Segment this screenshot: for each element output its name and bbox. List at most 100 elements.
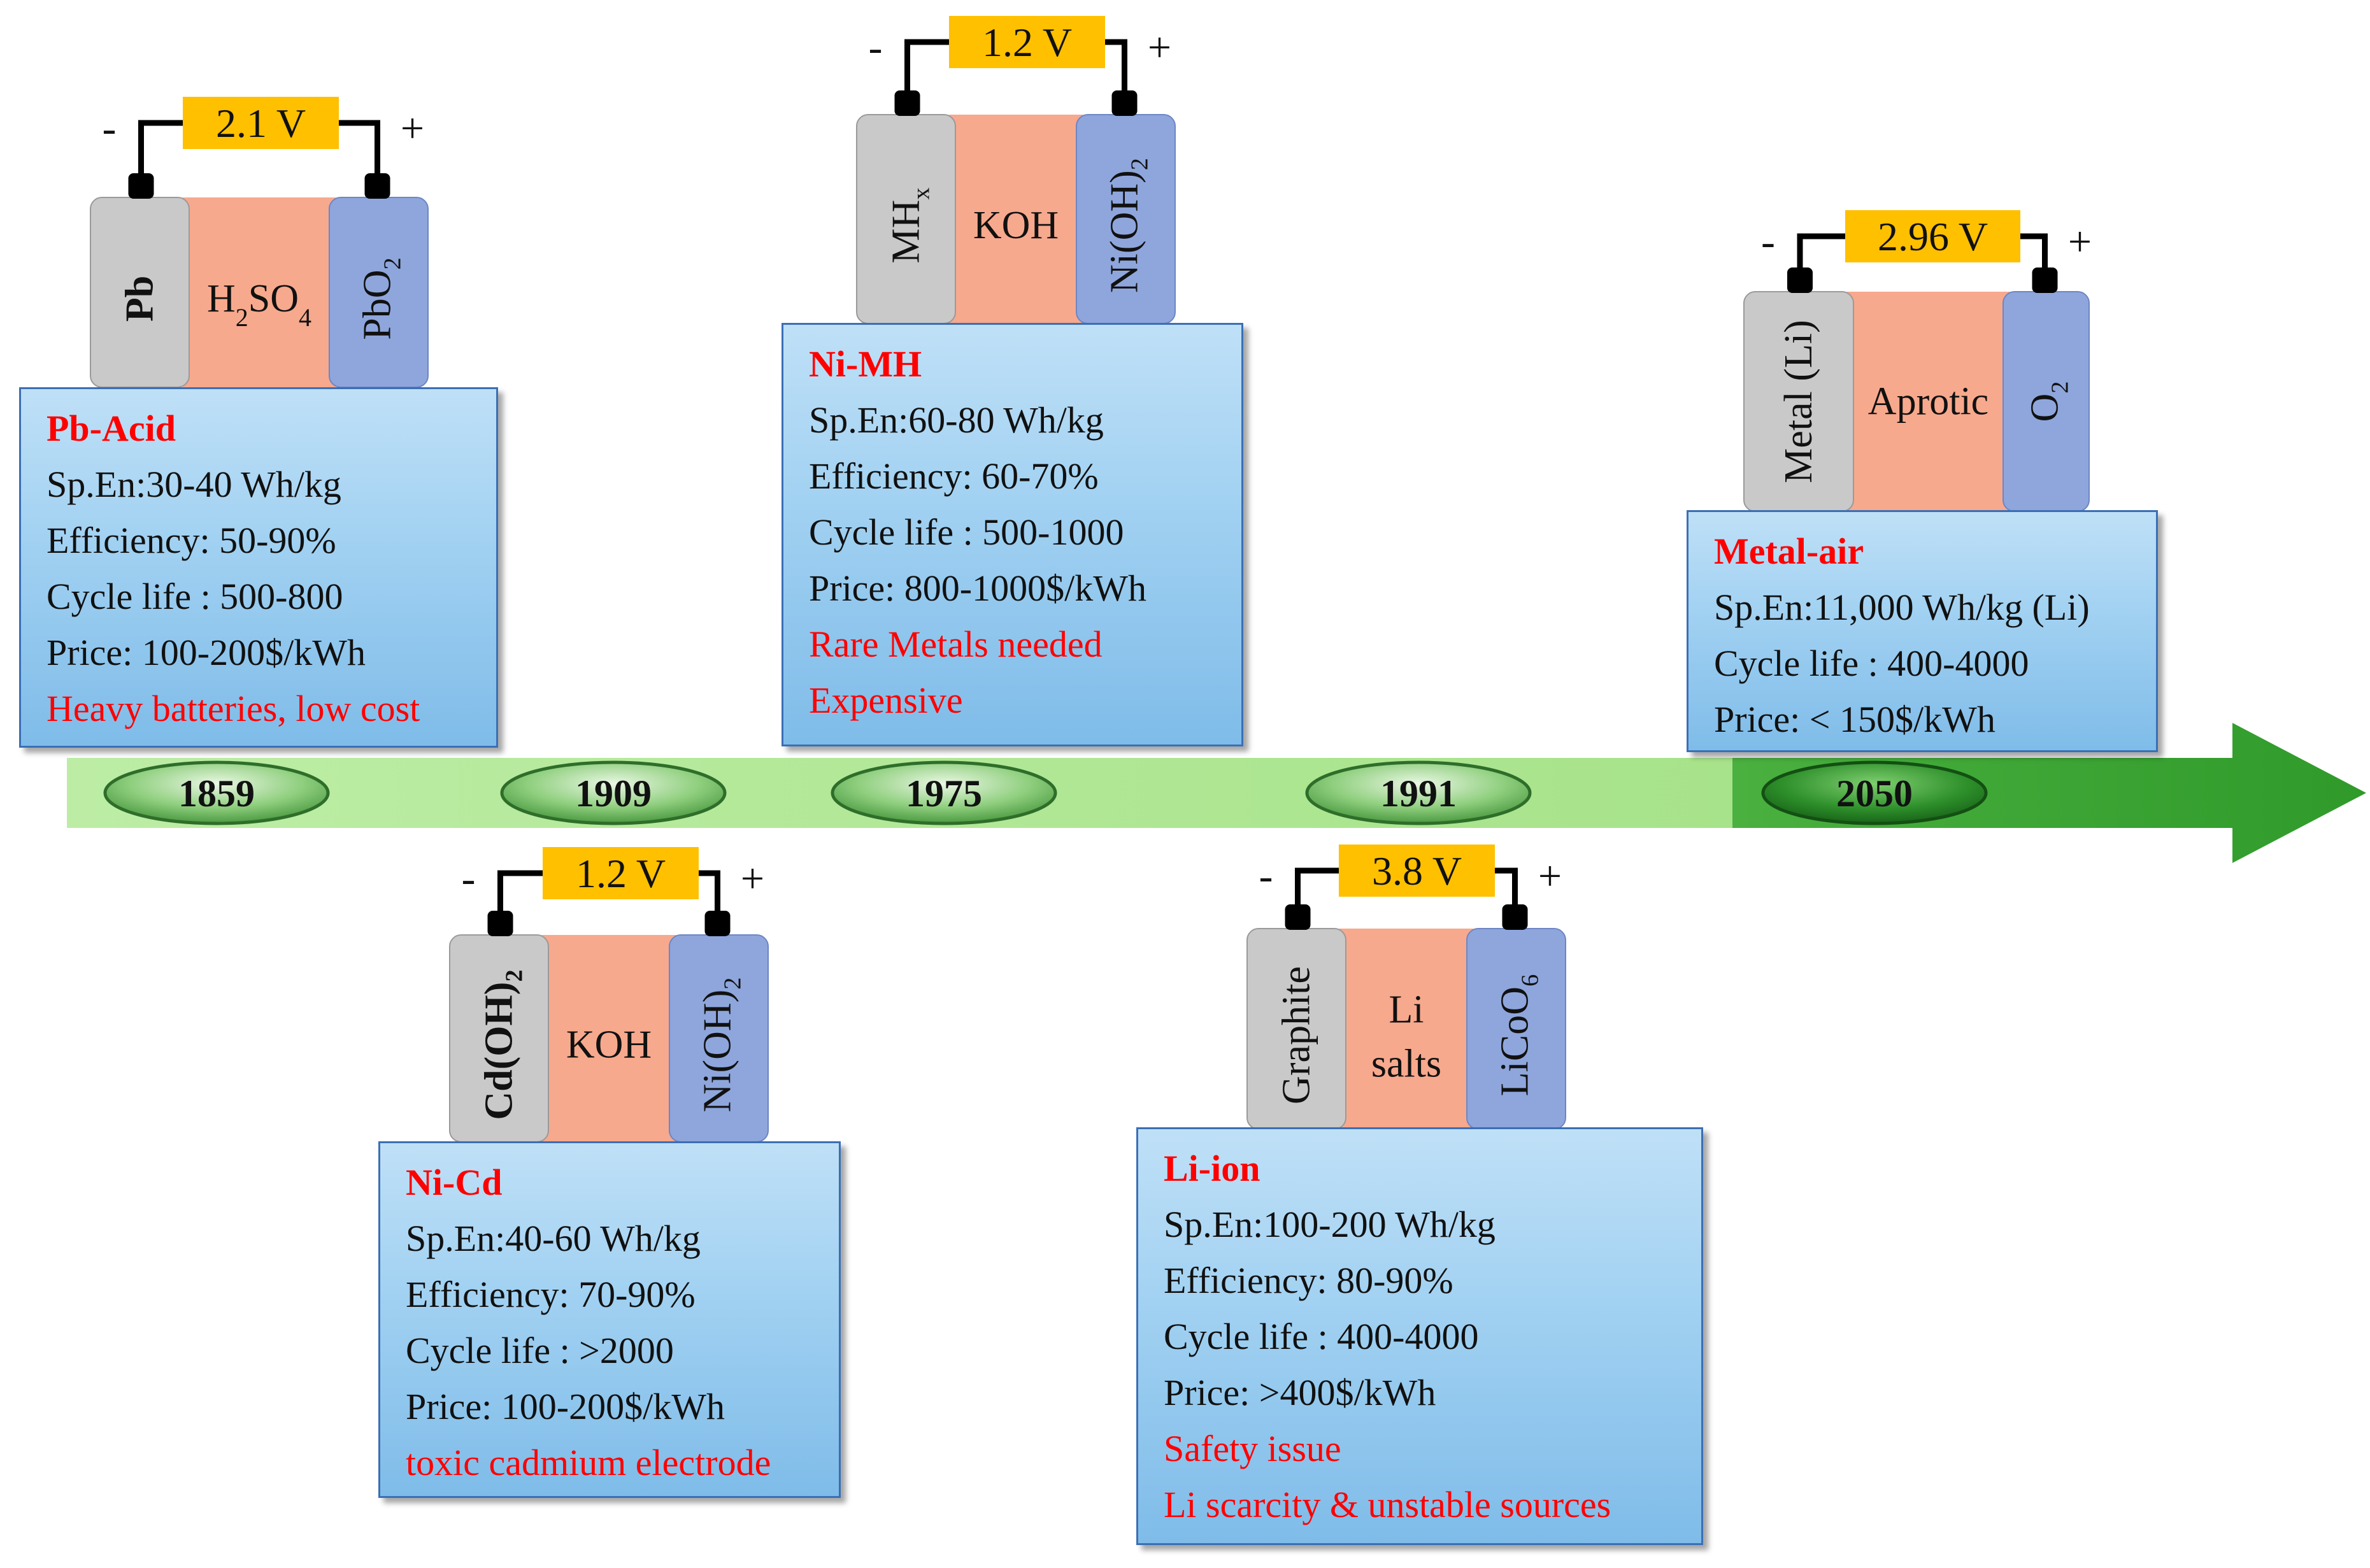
terminal-negative xyxy=(1285,904,1311,930)
year-label: 1975 xyxy=(906,773,982,815)
battery-name: Metal-air xyxy=(1714,531,1864,572)
spec-line: Sp.En:11,000 Wh/kg (Li) xyxy=(1714,587,2090,628)
negative-electrode-label: MHx xyxy=(885,187,935,263)
spec-line: Price: < 150$/kWh xyxy=(1714,699,1995,740)
electrolyte-region xyxy=(1847,292,2010,511)
voltage-label: 2.1 V xyxy=(216,101,306,146)
cell-ni-cd: 1.2 V - + Cd(OH)2 Ni(OH)2 KOH xyxy=(449,847,769,1143)
positive-electrode-label: O2 xyxy=(2024,381,2074,422)
voltage-label: 3.8 V xyxy=(1372,848,1462,894)
electrolyte-label: Li xyxy=(1388,988,1424,1032)
battery-name: Li-ion xyxy=(1164,1148,1260,1189)
negative-electrode-label: Metal (Li) xyxy=(1777,320,1820,483)
electrolyte-region xyxy=(183,197,336,387)
year-marker-1909: 1909 xyxy=(500,760,727,825)
spec-line: Cycle life : >2000 xyxy=(406,1330,674,1371)
plus-sign: + xyxy=(1148,24,1171,71)
year-marker-2050: 2050 xyxy=(1761,760,1988,825)
wire-positive xyxy=(339,120,380,194)
negative-electrode-label: Cd(OH)2 xyxy=(478,969,528,1120)
battery-name: Ni-MH xyxy=(809,343,922,385)
spec-line: Sp.En:40-60 Wh/kg xyxy=(406,1218,701,1259)
year-label: 1909 xyxy=(575,773,652,815)
terminal-negative xyxy=(487,911,513,936)
electrolyte-label: H2SO4 xyxy=(207,277,311,332)
electrolyte-label: KOH xyxy=(566,1023,652,1067)
note-line: Heavy batteries, low cost xyxy=(46,688,420,729)
electrolyte-region xyxy=(1339,929,1473,1129)
plus-sign: + xyxy=(2068,218,2092,265)
spec-line: Price: 100-200$/kWh xyxy=(46,632,366,673)
note-line: Li scarcity & unstable sources xyxy=(1164,1484,1611,1525)
year-marker-1859: 1859 xyxy=(103,760,330,825)
minus-sign: - xyxy=(1761,218,1775,265)
battery-name: Ni-Cd xyxy=(406,1162,503,1203)
electrolyte-region xyxy=(949,115,1083,324)
terminal-negative xyxy=(128,173,154,199)
voltage-box xyxy=(1339,845,1495,897)
terminal-negative xyxy=(894,90,920,116)
cell-metal-air: 2.96 V - + Metal (Li) O2 Aprotic xyxy=(1743,210,2092,512)
electrolyte-label: Aprotic xyxy=(1868,380,1988,424)
positive-electrode-label: PbO2 xyxy=(356,257,406,339)
timeline-arrow-future xyxy=(1732,723,2366,863)
voltage-box xyxy=(1845,210,2020,262)
info-box-pb-acid: Pb-Acid Sp.En:30-40 Wh/kg Efficiency: 50… xyxy=(19,387,498,748)
year-marker-1991: 1991 xyxy=(1305,760,1532,825)
spec-line: Efficiency: 70-90% xyxy=(406,1274,696,1315)
voltage-box xyxy=(949,16,1105,68)
spec-line: Sp.En:30-40 Wh/kg xyxy=(46,464,341,505)
spec-line: Price: 100-200$/kWh xyxy=(406,1386,725,1427)
spec-line: Price: 800-1000$/kWh xyxy=(809,567,1146,609)
terminal-negative xyxy=(1787,267,1813,293)
year-label: 1991 xyxy=(1380,773,1457,815)
note-line: Expensive xyxy=(809,680,963,721)
voltage-label: 2.96 V xyxy=(1878,214,1988,259)
positive-electrode-label: Ni(OH)2 xyxy=(696,977,746,1112)
info-box-ni-mh: Ni-MH Sp.En:60-80 Wh/kg Efficiency: 60-7… xyxy=(782,323,1243,746)
minus-sign: - xyxy=(103,105,117,152)
spec-line: Cycle life : 400-4000 xyxy=(1714,643,2029,684)
electrolyte-label-line2: salts xyxy=(1371,1043,1441,1086)
spec-line: Efficiency: 60-70% xyxy=(809,455,1099,497)
battery-name: Pb-Acid xyxy=(46,408,176,449)
note-line: Safety issue xyxy=(1164,1428,1341,1469)
spec-line: Efficiency: 80-90% xyxy=(1164,1260,1453,1301)
terminal-positive xyxy=(364,173,390,199)
info-box-metal-air: Metal-air Sp.En:11,000 Wh/kg (Li) Cycle … xyxy=(1687,510,2158,752)
negative-electrode-label: Graphite xyxy=(1275,966,1318,1104)
terminal-positive xyxy=(2032,267,2058,293)
voltage-label: 1.2 V xyxy=(576,851,666,896)
negative-electrode-label: Pb xyxy=(118,276,162,322)
year-label: 1859 xyxy=(178,773,255,815)
spec-line: Cycle life : 500-800 xyxy=(46,576,343,617)
positive-electrode-label: LiCoO6 xyxy=(1494,974,1544,1096)
positive-electrode-label: Ni(OH)2 xyxy=(1103,158,1153,293)
terminal-positive xyxy=(704,911,731,936)
wire-negative xyxy=(904,39,949,111)
minus-sign: - xyxy=(462,855,476,902)
plus-sign: + xyxy=(741,855,764,902)
spec-line: Efficiency: 50-90% xyxy=(46,520,336,561)
note-line: Rare Metals needed xyxy=(809,624,1103,665)
terminal-positive xyxy=(1502,904,1528,930)
minus-sign: - xyxy=(1259,853,1273,899)
plus-sign: + xyxy=(1538,853,1562,899)
spec-line: Sp.En:100-200 Wh/kg xyxy=(1164,1204,1496,1245)
cell-li-ion: 3.8 V - + Graphite LiCoO6 Li salts xyxy=(1246,845,1566,1130)
wire-positive xyxy=(1105,39,1127,111)
electrolyte-region xyxy=(542,935,676,1142)
spec-line: Sp.En:60-80 Wh/kg xyxy=(809,399,1104,441)
info-box-li-ion: Li-ion Sp.En:100-200 Wh/kg Efficiency: 8… xyxy=(1136,1127,1703,1545)
voltage-box xyxy=(183,97,339,149)
year-label: 2050 xyxy=(1836,773,1913,815)
spec-line: Price: >400$/kWh xyxy=(1164,1372,1436,1413)
spec-line: Cycle life : 500-1000 xyxy=(809,511,1124,553)
year-marker-1975: 1975 xyxy=(831,760,1057,825)
note-line: toxic cadmium electrode xyxy=(406,1442,771,1483)
wire-negative xyxy=(138,120,183,194)
